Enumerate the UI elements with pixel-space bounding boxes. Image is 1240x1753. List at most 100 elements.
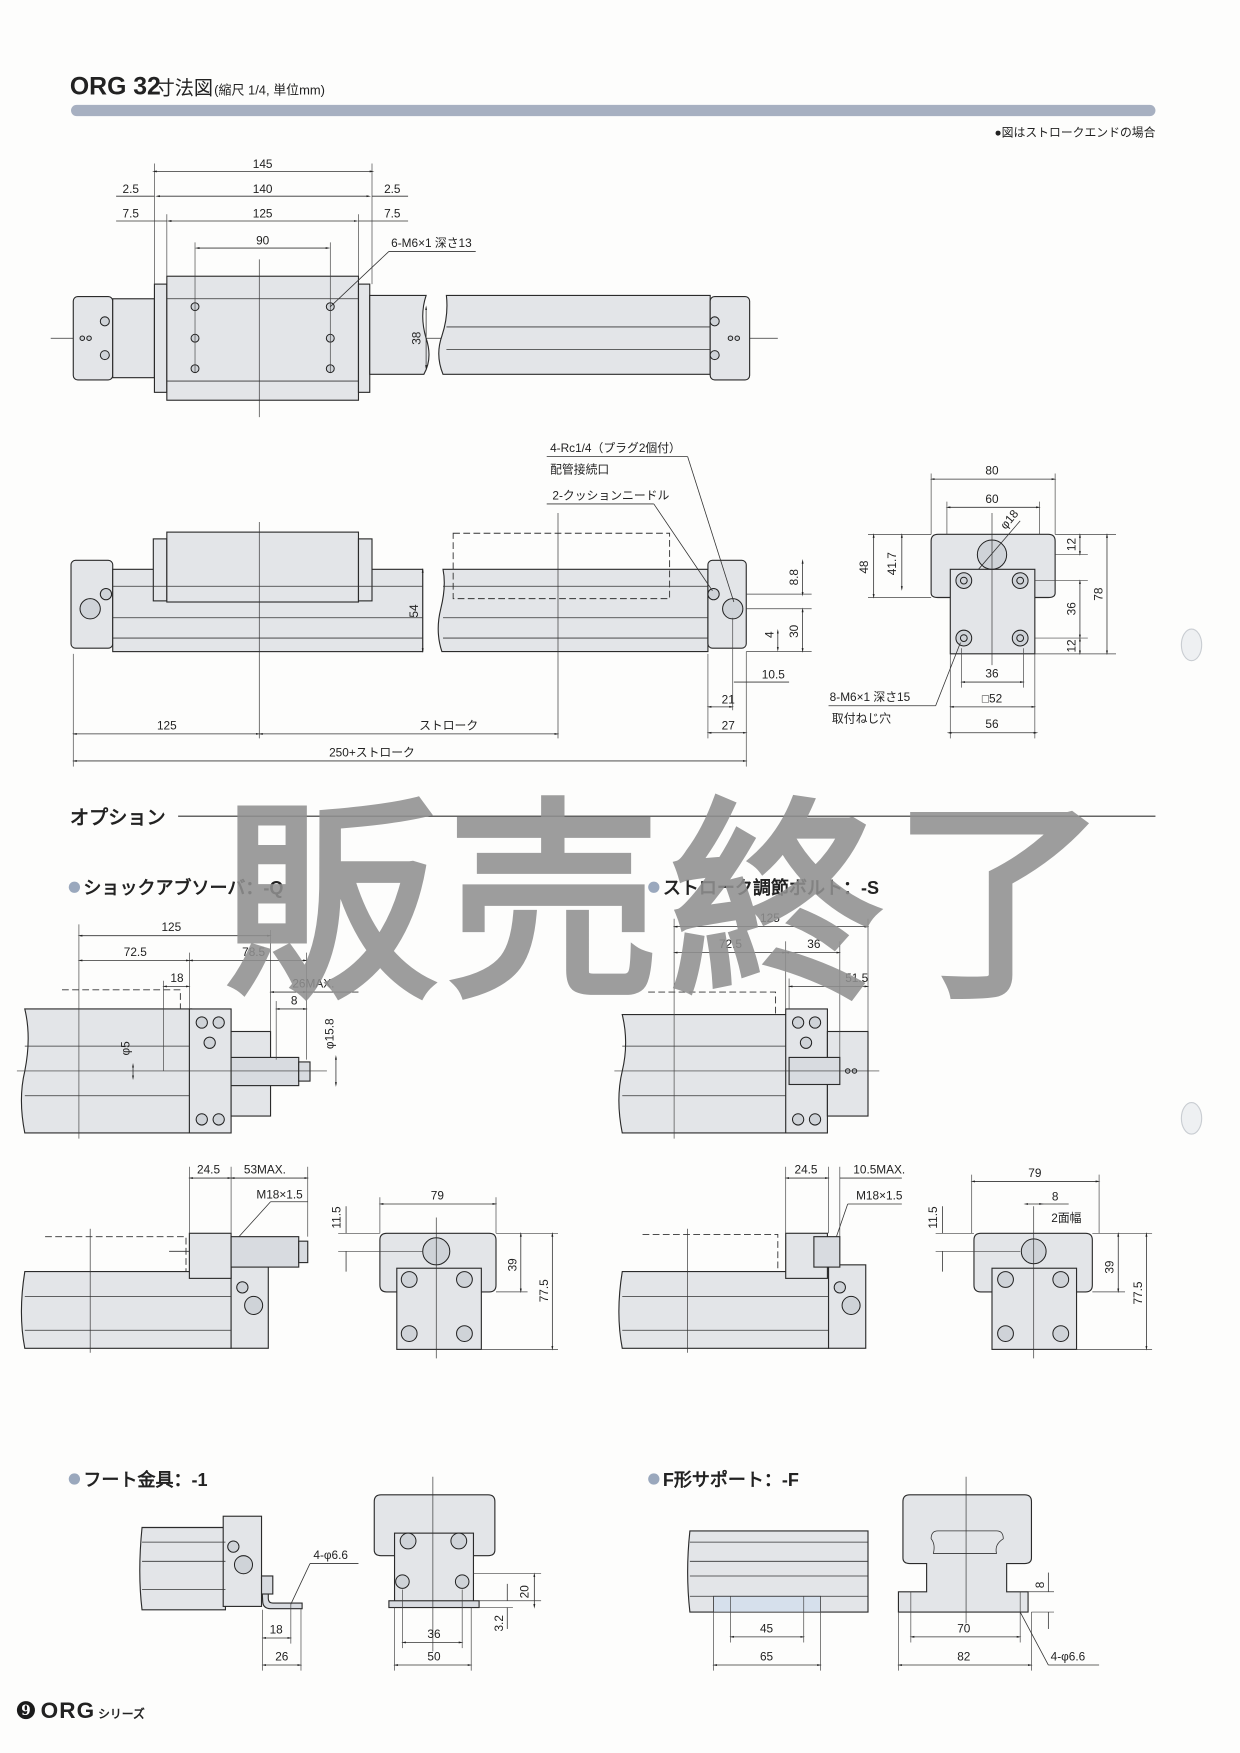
dim-145: 145: [253, 157, 273, 171]
bullet-icon: [68, 1473, 81, 1485]
thread-m18: M18×1.5: [856, 1188, 903, 1202]
foot-bracket-heading: フート金具：-1: [83, 1469, 207, 1490]
bullet-icon: [68, 881, 81, 893]
stroke-bolt-end-view: 79 8 2面幅 11.5 39 77.5: [926, 1166, 1153, 1359]
dim-36: 36: [807, 937, 821, 951]
dim-41-7: 41.7: [885, 552, 899, 575]
page-header: ORG 32 寸法図 (縮尺 1/4, 単位mm) ●図はストロークエンドの場合: [70, 74, 1156, 140]
dim-54: 54: [407, 604, 421, 618]
dim-79: 79: [1028, 1166, 1042, 1180]
dim-77-5: 77.5: [1131, 1281, 1145, 1304]
dim-11-5: 11.5: [926, 1206, 940, 1229]
port-icon: [79, 598, 101, 620]
dim-stroke: ストローク: [419, 718, 478, 732]
dim-90: 90: [256, 234, 270, 248]
shock-absorber-end-view: 79 11.5 39 77.5: [329, 1188, 558, 1359]
top-view-drawing: 145 140 125 90 2.5 2.5 7.5 7.5 38 6-M6×1…: [50, 157, 778, 418]
dim-4: 4: [762, 631, 776, 638]
dim-125: 125: [161, 920, 181, 934]
scale-unit-note: (縮尺 1/4, 単位mm): [214, 83, 325, 98]
thread-m18: M18×1.5: [256, 1187, 303, 1201]
dim-2-5-right: 2.5: [384, 182, 401, 196]
dim-12-top: 12: [1064, 538, 1078, 551]
shock-absorber-side-view: 24.5 53MAX. M18×1.5: [20, 1163, 309, 1353]
dim-18: 18: [170, 971, 184, 985]
dim-125: 125: [760, 911, 780, 925]
dim-80: 80: [985, 464, 999, 478]
dim-39: 39: [1103, 1260, 1117, 1274]
page-number-badge: [16, 1701, 35, 1720]
dim-30: 30: [787, 624, 801, 638]
dim-45: 45: [760, 1621, 774, 1635]
bullet-icon: [648, 881, 660, 893]
header-bar: [71, 104, 1156, 117]
page-number: 9: [21, 1703, 30, 1719]
dim-140: 140: [253, 182, 273, 196]
slider-side: [166, 531, 360, 603]
stroke-bolt-side-view: 24.5 10.5MAX. M18×1.5: [618, 1163, 905, 1353]
cushion-needle-callout: 2-クッションニードル: [552, 488, 669, 502]
discontinued-watermark: 販売終了: [223, 780, 1116, 1030]
foot-bracket-end-view: 36 50 20 3.2: [373, 1476, 542, 1671]
dim-82: 82: [957, 1650, 970, 1664]
stroke-bolt-top-view: 125 72.5 36 51.5: [614, 911, 880, 1139]
dim-36: 36: [985, 667, 999, 681]
dim-phi-18: φ18: [997, 507, 1021, 532]
dim-8: 8: [291, 993, 298, 1007]
dim-125: 125: [253, 207, 273, 221]
dim-12-bottom: 12: [1064, 639, 1078, 652]
dim-phi-5: φ5: [119, 1041, 133, 1056]
model-title: ORG 32: [70, 74, 161, 101]
dim-51-5: 51.5: [845, 971, 868, 985]
width-across-flats: 2面幅: [1051, 1211, 1081, 1225]
dim-10-5: 10.5: [762, 668, 785, 682]
f-support-end-view: 70 82 8 4-φ6.6: [897, 1476, 1100, 1671]
page-footer: 9 ORG シリーズ: [16, 1698, 145, 1723]
dim-50: 50: [427, 1650, 441, 1664]
left-end-cap: [72, 295, 114, 381]
dim-24-5: 24.5: [197, 1163, 220, 1177]
port-callout-label: 配管接続口: [550, 463, 609, 477]
shock-absorber-top-view: 125 72.5 78.5 18 26MAX. 8 φ15.8 φ5: [16, 920, 359, 1139]
stroke-end-note: ●図はストロークエンドの場合: [995, 125, 1156, 139]
dim-36-vertical: 36: [1064, 602, 1078, 616]
dim-7-5-left: 7.5: [123, 207, 140, 221]
options-section: オプション ショックアブソーバ：-Q 125: [16, 780, 1156, 1671]
dim-8: 8: [1033, 1581, 1047, 1588]
tapped-hole-callout: 6-M6×1 深さ13: [391, 236, 472, 250]
dim-2-5-left: 2.5: [123, 182, 140, 196]
dim-65: 65: [760, 1650, 774, 1664]
dim-79: 79: [431, 1188, 445, 1202]
dim-3-2: 3.2: [492, 1615, 506, 1631]
dim-8: 8: [1052, 1190, 1059, 1204]
mounting-thread-callout: 8-M6×1 深さ15: [830, 690, 911, 704]
dim-20: 20: [518, 1585, 532, 1599]
dim-24-5: 24.5: [794, 1163, 817, 1177]
punch-hole-mark: [1180, 1101, 1203, 1135]
stroke-bolt-heading: ストローク調節ボルト：-S: [663, 877, 879, 898]
dim-21: 21: [722, 692, 735, 706]
dim-38: 38: [409, 331, 423, 345]
punch-hole-mark: [1180, 628, 1203, 662]
dim-18: 18: [270, 1622, 284, 1636]
dim-phi-15-8: φ15.8: [323, 1018, 337, 1049]
dim-56: 56: [985, 717, 999, 731]
dim-36: 36: [427, 1627, 441, 1641]
series-logo: ORG: [41, 1698, 96, 1723]
dim-78: 78: [1091, 587, 1105, 601]
f-support-side-view: 45 65: [687, 1530, 869, 1671]
options-heading: オプション: [70, 806, 166, 829]
mounting-thread-label: 取付ねじ穴: [832, 712, 891, 726]
dim-60: 60: [985, 492, 999, 506]
foot-bracket-side-view: 4-φ6.6 18 26: [139, 1515, 359, 1671]
dim-10-5max: 10.5MAX.: [853, 1163, 905, 1177]
end-view-drawing: 80 60 φ18 48 41.7 12 36 12 78 36 □52 56 …: [828, 464, 1116, 739]
dim-27: 27: [722, 718, 735, 732]
dim-125: 125: [157, 718, 177, 732]
drawing-title: 寸法図: [156, 78, 213, 100]
dim-77-5: 77.5: [537, 1279, 551, 1302]
bullet-icon: [648, 1473, 660, 1485]
port-callout: 4-Rc1/4（プラグ2個付）: [550, 441, 681, 455]
